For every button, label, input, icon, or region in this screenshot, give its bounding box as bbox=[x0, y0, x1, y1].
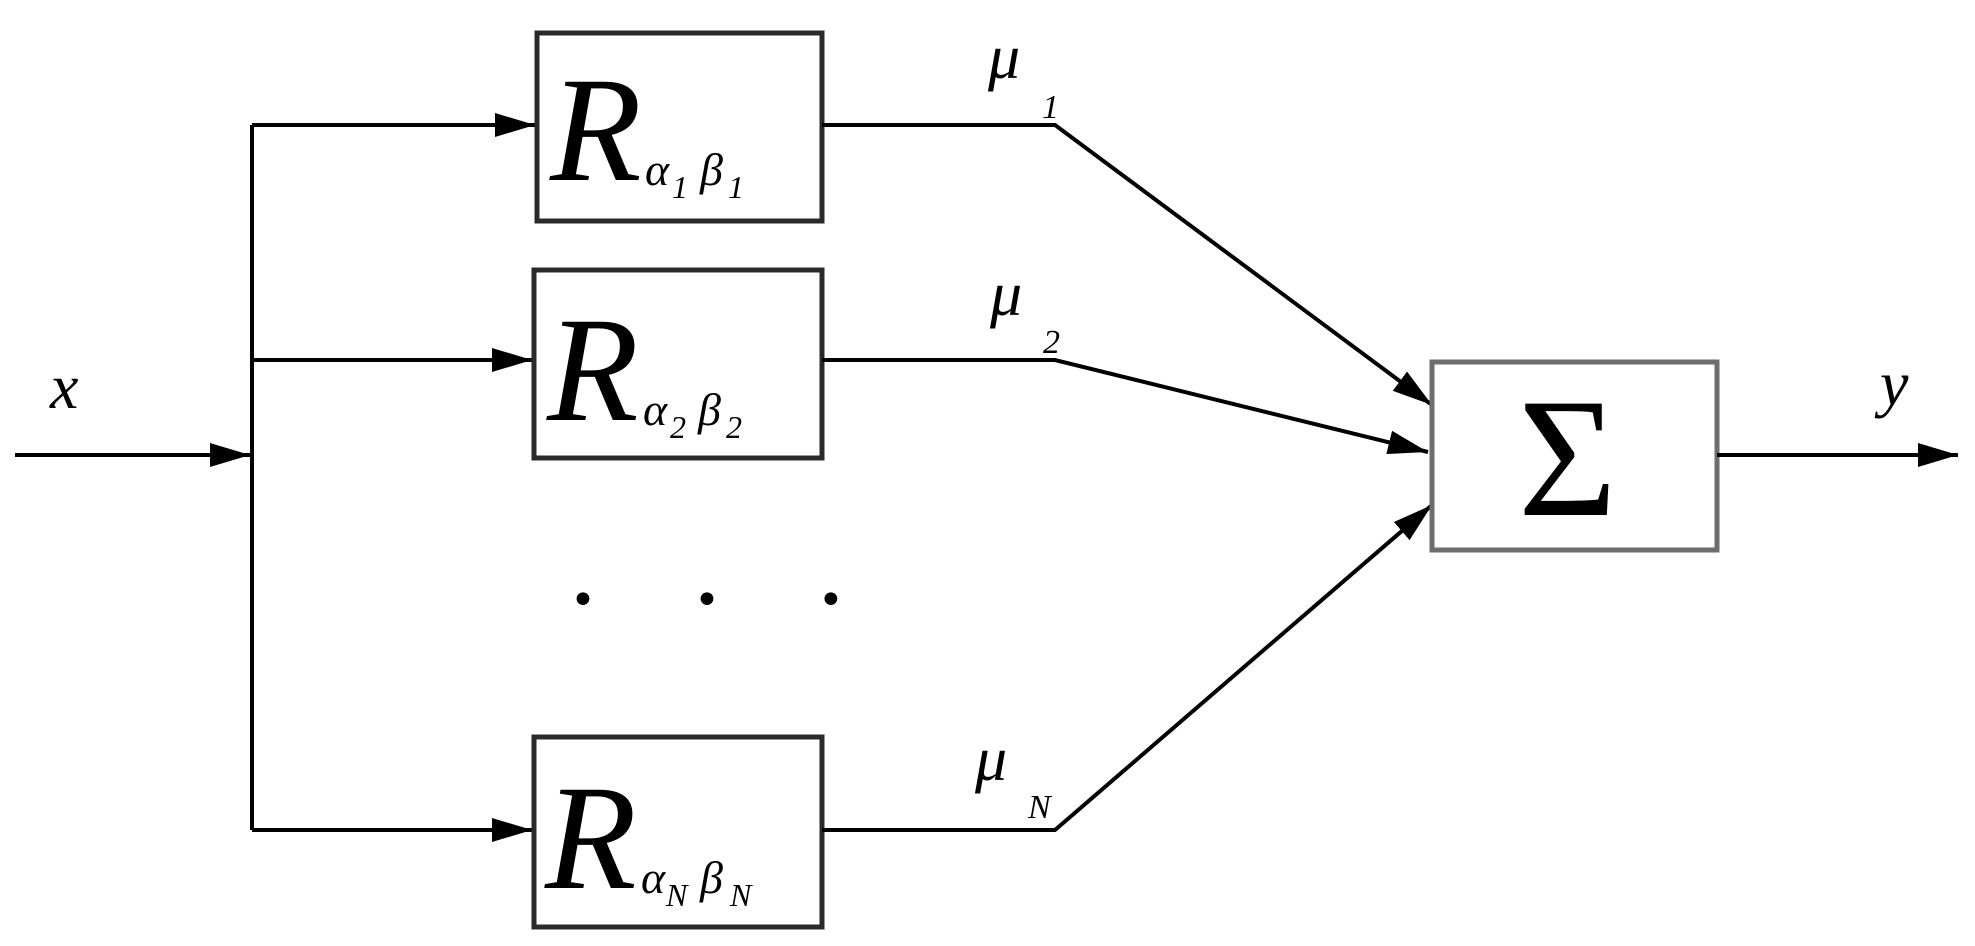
block-r1-alpha-idx: 1 bbox=[672, 169, 688, 205]
weight-label-2: μ 2 bbox=[989, 258, 1060, 361]
block-rn-main: R bbox=[544, 755, 637, 921]
input-label: x bbox=[49, 351, 78, 422]
block-r2-beta: β bbox=[697, 384, 721, 435]
block-r2-alpha: α bbox=[643, 384, 668, 435]
weight-mu-2: μ bbox=[989, 258, 1022, 329]
block-r1-beta: β bbox=[699, 144, 723, 195]
block-r1-beta-idx: 1 bbox=[728, 169, 744, 205]
weight-mu-1: μ bbox=[987, 21, 1020, 92]
sum-block: Σ bbox=[1429, 359, 1720, 553]
weighted-wire-1 bbox=[822, 123, 1434, 407]
output-label: y bbox=[1874, 348, 1909, 419]
block-rn-alpha: α bbox=[641, 852, 666, 903]
block-rn-alpha-idx: N bbox=[665, 877, 689, 913]
weight-mu-1-idx: 1 bbox=[1042, 89, 1059, 126]
weighted-wire-n bbox=[822, 503, 1434, 832]
block-r2-beta-idx: 2 bbox=[726, 409, 742, 445]
block-r1-main: R bbox=[549, 47, 642, 213]
ellipsis: • • • bbox=[570, 575, 886, 626]
block-rn-beta-idx: N bbox=[729, 877, 753, 913]
weight-mu-2-idx: 2 bbox=[1043, 324, 1060, 361]
weighted-wire-2 bbox=[822, 358, 1429, 455]
weight-label-n: μ N bbox=[974, 723, 1053, 826]
weight-mu-n: μ bbox=[974, 723, 1007, 794]
block-rn-beta: β bbox=[699, 852, 723, 903]
weight-mu-n-idx: N bbox=[1027, 789, 1053, 826]
weight-label-1: μ 1 bbox=[987, 21, 1059, 126]
sum-symbol: Σ bbox=[1518, 364, 1617, 552]
block-rn: R α N β N bbox=[531, 734, 825, 930]
block-r2: R α 2 β 2 bbox=[531, 267, 825, 461]
block-r2-alpha-idx: 2 bbox=[670, 409, 686, 445]
block-r1-alpha: α bbox=[645, 144, 670, 195]
block-r1: R α 1 β 1 bbox=[534, 30, 825, 224]
block-r2-main: R bbox=[546, 287, 639, 453]
